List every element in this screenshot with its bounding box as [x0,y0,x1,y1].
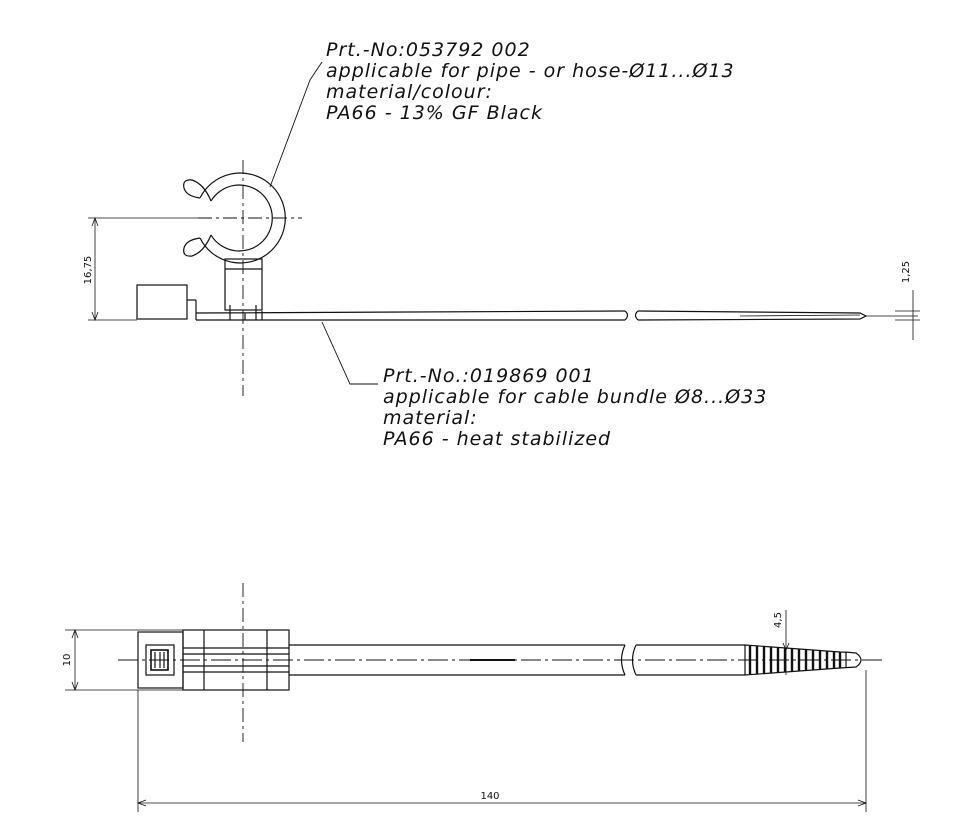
pipe-clip-lower-lip [183,234,212,257]
top-part-note: Prt.-No:053792 002 applicable for pipe -… [326,40,735,124]
dim-tip-label: 4,5 [773,612,784,628]
clip-block-top [182,629,290,691]
bottom-part-material: PA66 - heat stabilized [383,428,612,450]
strap-tip-outline [744,644,862,676]
strap-top-break-right [631,644,637,676]
clip-stem [224,258,263,311]
dim-width-label: 10 [62,654,73,667]
top-view: 10 4,5 140 [62,583,882,812]
pipe-clip-upper-lip [183,179,212,202]
top-part-number: Prt.-No:053792 002 [326,39,531,61]
bottom-part-note: Prt.-No.:019869 001 applicable for cable… [383,366,767,450]
top-note-leader [269,61,323,188]
dim-width-arrows [71,628,79,692]
dim-tip-arrow [782,642,790,652]
dim-height-arrows [91,216,99,322]
strap-break-left [624,310,629,321]
strap-top-right [636,644,745,676]
strap-break-right [634,310,639,321]
bottom-part-number: Prt.-No.:019869 001 [383,365,595,387]
tie-head-pawl [150,649,169,671]
tie-head-window [145,644,175,676]
strap-top-left [289,644,625,676]
top-part-material: PA66 - 13% GF Black [326,102,543,124]
top-part-applicability: applicable for pipe - or hose-Ø11...Ø13 [326,60,735,82]
bottom-part-material-label: material: [383,407,478,429]
strap-band-left [195,310,626,321]
side-view: 16,75 1,25 [83,61,920,396]
dim-length-label: 140 [480,791,499,802]
strap-top-break-left [620,644,626,676]
tie-head-side [136,284,188,320]
pipe-clip-inner [210,184,273,252]
bottom-part-applicability: applicable for cable bundle Ø8...Ø33 [383,386,768,408]
top-part-material-label: material/colour: [326,81,493,103]
strap-tip-serrations [748,646,842,674]
dim-length-arrows [136,799,868,807]
dim-thickness-label: 1,25 [901,261,912,283]
strap-serration-side [739,314,861,317]
pipe-clip-outer [199,172,286,264]
bottom-note-leader [321,321,378,385]
dim-height-label: 16,75 [83,256,94,285]
